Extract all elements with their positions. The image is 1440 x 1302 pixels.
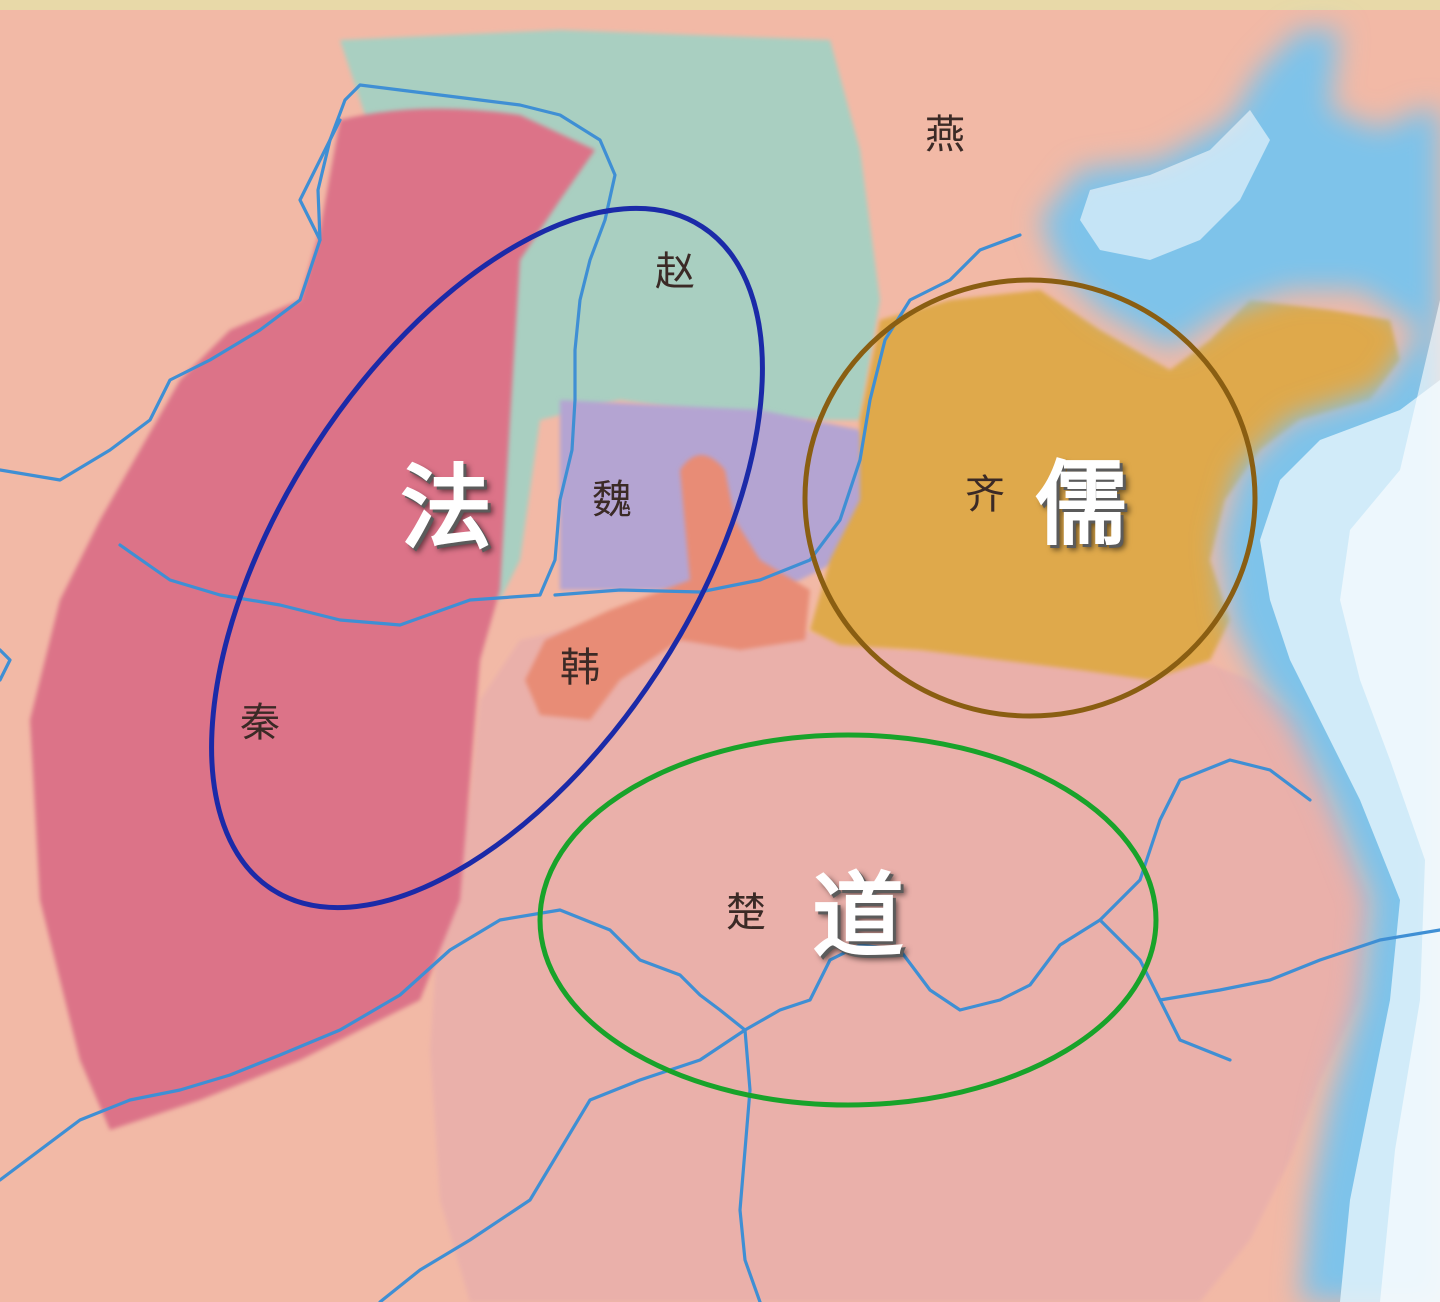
state-label-wei: 魏 — [592, 477, 632, 523]
state-label-han: 韩 — [560, 645, 600, 691]
rivers — [0, 83, 1440, 1302]
state-label-zhao: 赵 — [655, 249, 695, 295]
yellow-river — [0, 83, 617, 627]
region-han — [525, 455, 810, 720]
school-label-daoism: 道 — [812, 862, 905, 970]
state-label-qi: 齐 — [965, 472, 1005, 518]
top-border — [0, 0, 1440, 10]
state-label-chu: 楚 — [726, 890, 766, 936]
school-label-confucianism: 儒 — [1035, 450, 1128, 558]
state-label-yan: 燕 — [925, 112, 965, 158]
state-label-qin: 秦 — [240, 700, 280, 746]
sea — [1040, 30, 1440, 1302]
daoism-ring-icon — [537, 732, 1159, 1108]
confucianism-ring-icon — [802, 277, 1258, 719]
region-qi — [810, 290, 1400, 680]
legalism-ring-icon — [209, 205, 765, 911]
school-label-legalism: 法 — [400, 454, 493, 562]
